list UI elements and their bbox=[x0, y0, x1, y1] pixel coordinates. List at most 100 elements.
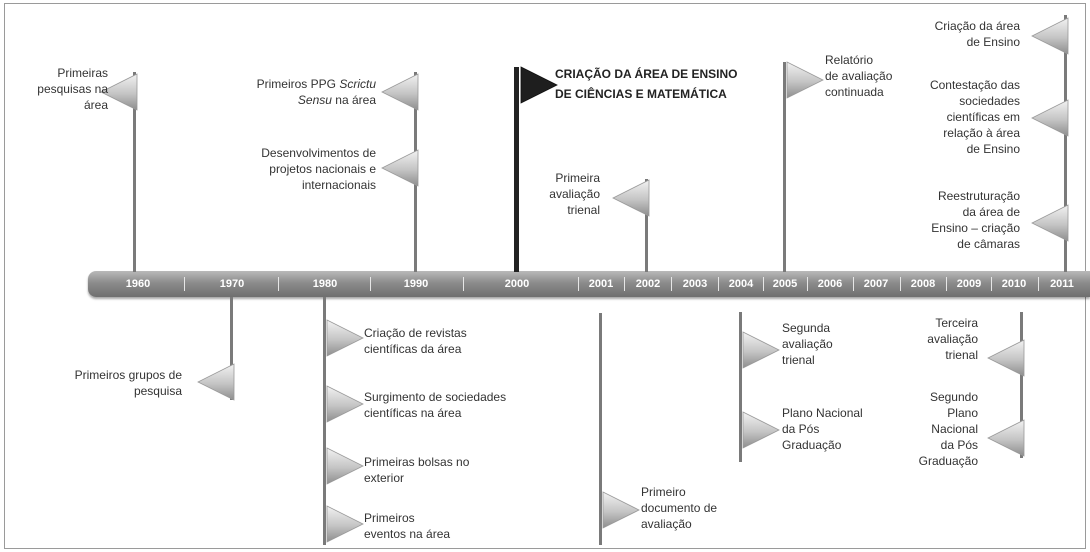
year-separator bbox=[671, 277, 672, 291]
event-label-e16: Segunda avaliação trienal bbox=[782, 320, 872, 368]
year-separator bbox=[578, 277, 579, 291]
event-line: continuada bbox=[825, 85, 884, 99]
year-label: 1990 bbox=[403, 278, 429, 290]
year-label: 2000 bbox=[504, 278, 530, 290]
flag-icon bbox=[381, 73, 419, 111]
event-line: científicas em bbox=[946, 110, 1020, 124]
event-line: Primeira bbox=[555, 171, 600, 185]
flag-icon bbox=[326, 385, 364, 423]
flag-icon bbox=[326, 447, 364, 485]
flag-icon bbox=[786, 61, 824, 99]
year-label: 2010 bbox=[1001, 278, 1027, 290]
year-label: 2009 bbox=[956, 278, 982, 290]
year-separator bbox=[278, 277, 279, 291]
event-text: na área bbox=[331, 93, 376, 107]
event-line: projetos nacionais e bbox=[269, 162, 376, 176]
event-line: Primeiros PPG Scrictu bbox=[216, 76, 376, 92]
event-line: documento de bbox=[641, 501, 718, 515]
event-line: Criação da área bbox=[934, 19, 1020, 33]
flag-pole bbox=[1020, 312, 1023, 458]
event-text: Primeiros PPG bbox=[256, 77, 340, 91]
year-separator bbox=[370, 277, 371, 291]
event-line: Graduação bbox=[918, 454, 978, 468]
flag-icon bbox=[326, 319, 364, 357]
flag-icon bbox=[612, 179, 650, 217]
event-line: trienal bbox=[567, 203, 600, 217]
event-line: avaliação bbox=[641, 517, 692, 531]
flag-pole bbox=[645, 179, 648, 272]
flag-icon bbox=[602, 491, 640, 529]
flag-pole bbox=[1064, 15, 1067, 272]
flag-icon bbox=[742, 331, 780, 369]
event-line: internacionais bbox=[301, 178, 376, 192]
event-line: Plano bbox=[947, 406, 978, 420]
flag-icon bbox=[1031, 17, 1069, 55]
flag-pole bbox=[599, 313, 602, 545]
flag-icon bbox=[197, 363, 235, 401]
year-label: 2006 bbox=[817, 278, 843, 290]
event-line: científicas na área bbox=[364, 406, 462, 420]
event-line: trienal bbox=[782, 353, 815, 367]
year-separator bbox=[853, 277, 854, 291]
event-line: de Ensino bbox=[966, 142, 1020, 156]
event-line: científicas da área bbox=[364, 342, 462, 356]
event-line: exterior bbox=[364, 471, 405, 485]
year-label: 2008 bbox=[910, 278, 936, 290]
flag-pole bbox=[514, 67, 519, 272]
event-line: DE CIÊNCIAS E MATEMÁTICA bbox=[555, 87, 727, 101]
event-line: avaliação bbox=[927, 332, 978, 346]
year-separator bbox=[900, 277, 901, 291]
event-line: Primeiros bbox=[364, 511, 415, 525]
year-label: 2011 bbox=[1050, 278, 1074, 290]
event-line: de câmaras bbox=[957, 237, 1020, 251]
event-label-e4: CRIAÇÃO DA ÁREA DE ENSINO DE CIÊNCIAS E M… bbox=[555, 64, 795, 104]
year-label: 1980 bbox=[312, 278, 338, 290]
flag-icon bbox=[100, 73, 138, 111]
year-label: 2007 bbox=[863, 278, 889, 290]
flag-pole bbox=[133, 72, 136, 272]
event-text: Scrictu bbox=[339, 77, 376, 91]
event-line: área bbox=[83, 98, 108, 112]
highlight-flag-icon bbox=[520, 66, 558, 104]
flag-icon bbox=[381, 149, 419, 187]
event-line: trienal bbox=[945, 348, 978, 362]
event-text: Sensu bbox=[297, 93, 332, 107]
event-line: Contestação das bbox=[929, 78, 1020, 92]
event-line: Desenvolvimentos de bbox=[261, 146, 376, 160]
event-line: da Pós bbox=[940, 438, 978, 452]
event-line: Criação de revistas bbox=[364, 326, 467, 340]
event-label-e14: Primeiros eventos na área bbox=[364, 510, 534, 542]
flag-icon bbox=[1031, 204, 1069, 242]
event-line: eventos na área bbox=[364, 527, 451, 541]
year-separator bbox=[718, 277, 719, 291]
event-line: Primeiros grupos de bbox=[74, 368, 182, 382]
event-line: pesquisa bbox=[133, 384, 182, 398]
flag-icon bbox=[1031, 99, 1069, 137]
flag-icon bbox=[987, 339, 1025, 377]
event-line: Nacional bbox=[931, 422, 978, 436]
event-line: da Pós bbox=[782, 422, 820, 436]
event-line: Surgimento de sociedades bbox=[364, 390, 507, 404]
event-line: Ensino – criação bbox=[931, 221, 1020, 235]
event-line: CRIAÇÃO DA ÁREA DE ENSINO bbox=[555, 67, 738, 81]
event-line: avaliação bbox=[549, 187, 600, 201]
event-line: Segunda bbox=[782, 321, 831, 335]
flag-pole bbox=[783, 62, 786, 272]
flag-icon bbox=[326, 505, 364, 543]
event-label-e11: Criação de revistas científicas da área bbox=[364, 325, 534, 357]
flag-pole bbox=[323, 297, 326, 545]
year-label: 2002 bbox=[635, 278, 661, 290]
event-line: Primeiras bbox=[57, 66, 108, 80]
event-line: Sensu na área bbox=[216, 92, 376, 108]
event-line: Terceira bbox=[935, 316, 978, 330]
event-line: avaliação bbox=[782, 337, 833, 351]
event-line: Primeiro bbox=[641, 485, 686, 499]
event-label-e5: Primeira avaliação trienal bbox=[510, 170, 600, 218]
